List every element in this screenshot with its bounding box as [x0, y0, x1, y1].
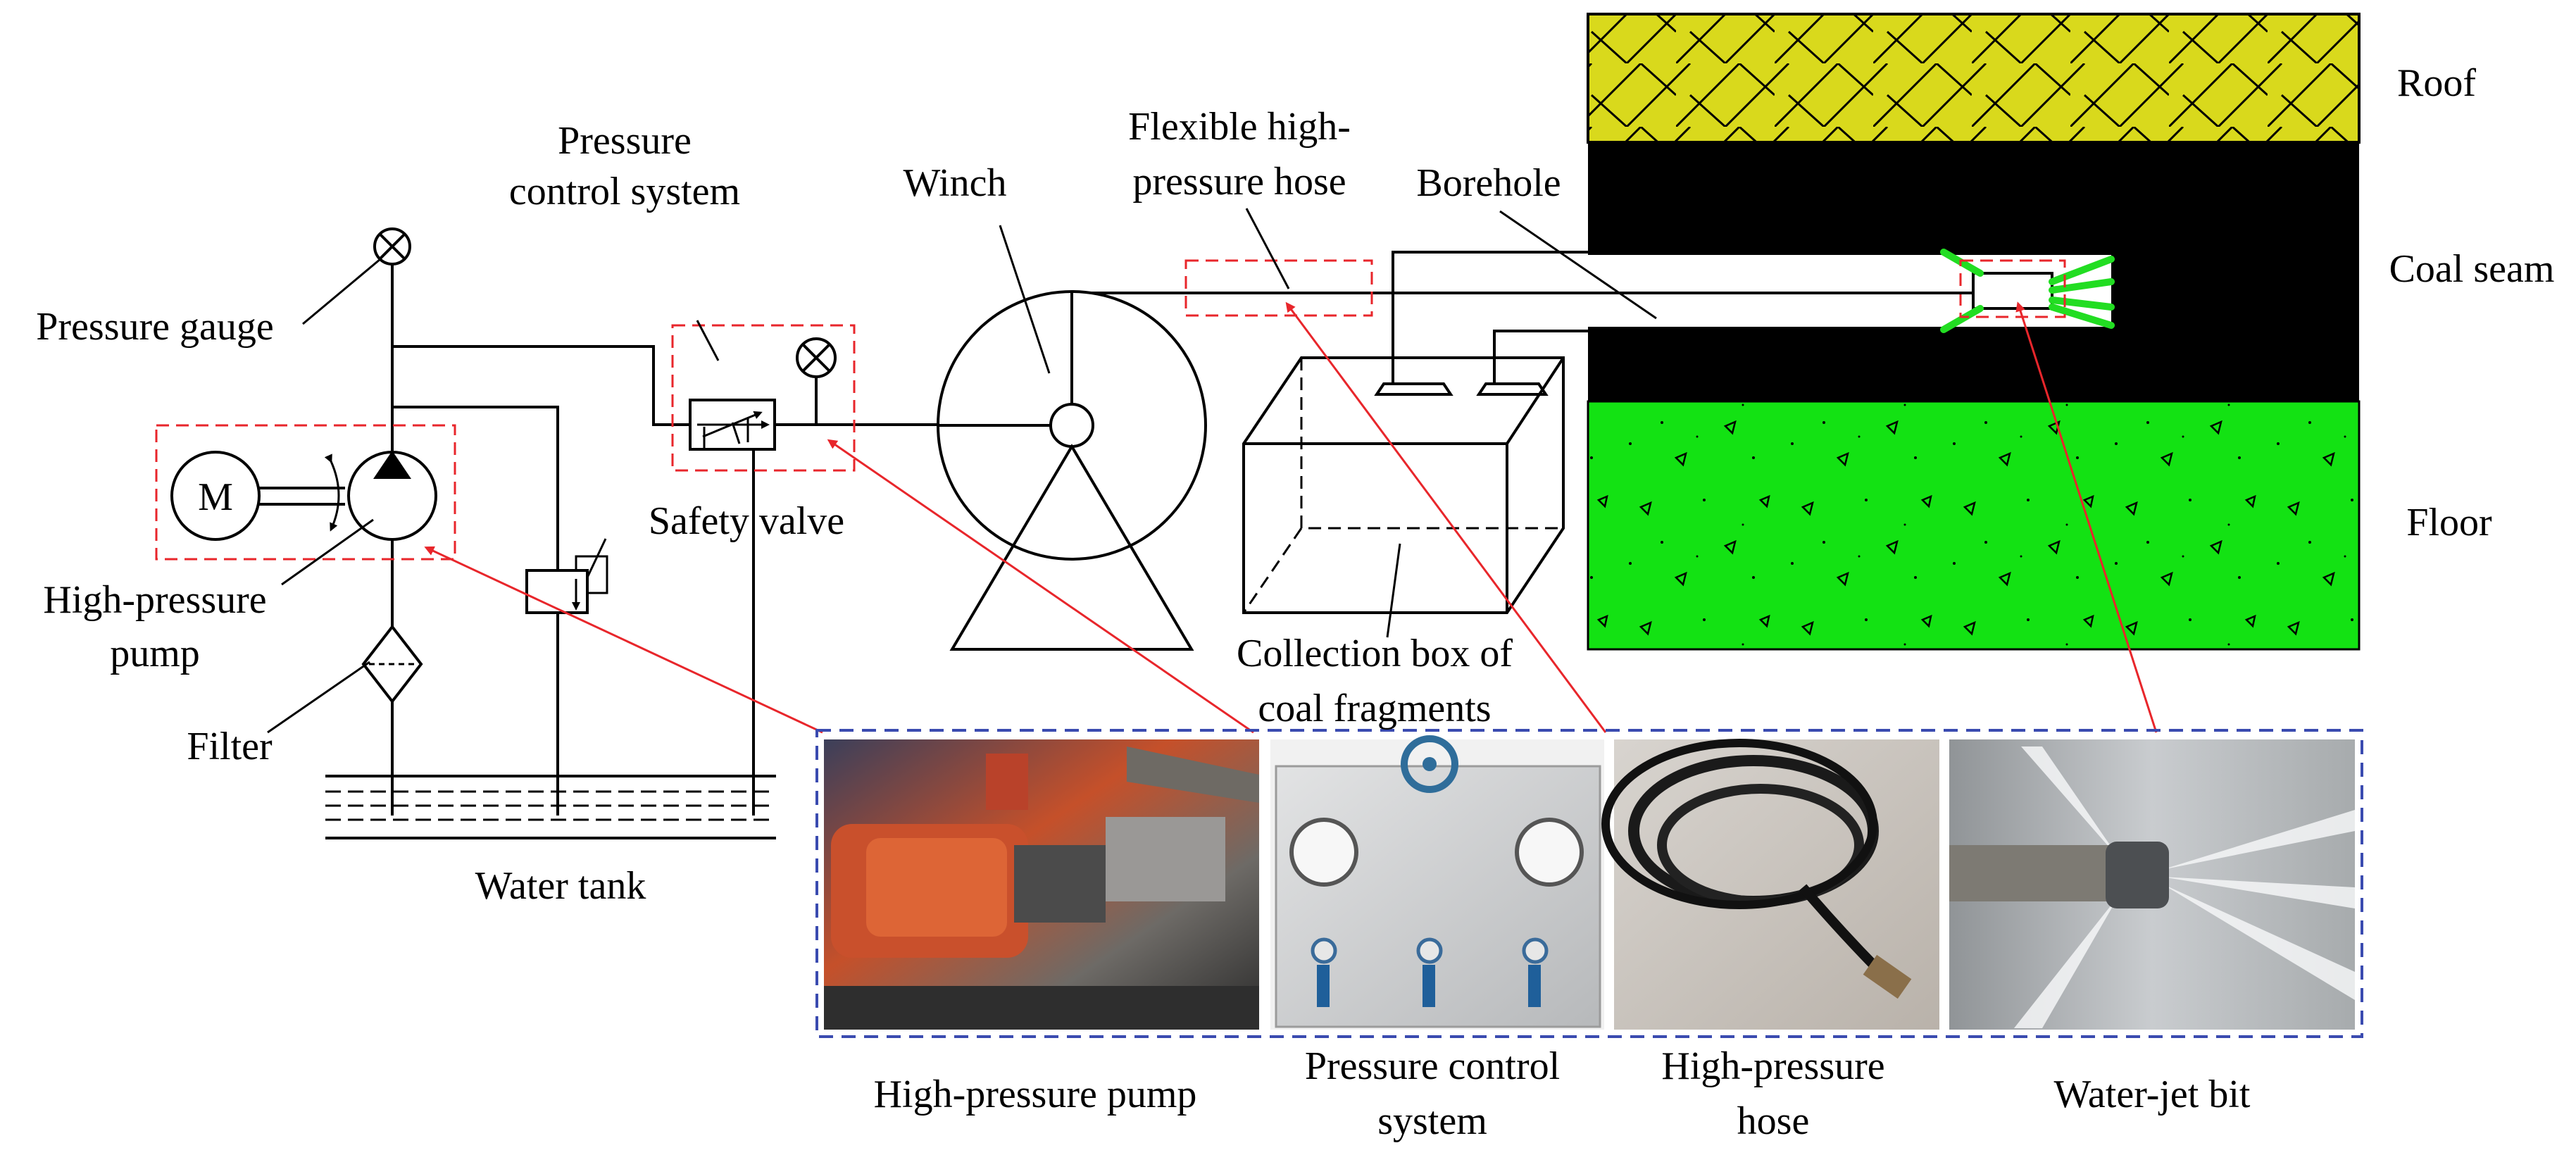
caption-high-pressure-pump: High-pressure pump — [874, 1073, 1197, 1116]
label-high-pressure-pump-2: pump — [110, 632, 200, 675]
label-collection-box-1: Collection box of — [1237, 632, 1513, 675]
hose-highlight — [1184, 259, 1373, 317]
photo-water-jet-bit — [1949, 739, 2355, 1030]
label-borehole: Borehole — [1416, 161, 1561, 205]
motor-label: M — [198, 475, 233, 519]
photo-high-pressure-pump — [824, 739, 1259, 1030]
photo-callouts — [424, 301, 2158, 734]
pump-assembly: M — [155, 424, 776, 839]
caption-high-pressure-hose-2: hose — [1737, 1099, 1810, 1143]
photo-pressure-control-system — [1270, 735, 1604, 1030]
label-coal-seam: Coal seam — [2389, 247, 2555, 291]
roof-layer — [1587, 13, 2361, 144]
labels: Pressure control system Winch Flexible h… — [36, 61, 2554, 1143]
caption-high-pressure-hose-1: High-pressure — [1661, 1044, 1884, 1088]
water-jet-bit-symbol — [1972, 272, 2053, 310]
photo-panel — [815, 729, 2363, 1038]
photo-high-pressure-hose — [1601, 739, 1939, 1030]
control-system-highlight — [671, 324, 856, 472]
label-collection-box-2: coal fragments — [1258, 687, 1491, 730]
winch-symbol — [937, 290, 1207, 651]
collection-box-symbol — [1242, 321, 1565, 614]
label-safety-valve: Safety valve — [649, 499, 844, 543]
label-pressure-gauge: Pressure gauge — [36, 305, 273, 349]
label-winch: Winch — [903, 161, 1006, 205]
water-tank-symbol — [325, 775, 776, 839]
label-water-tank: Water tank — [475, 864, 646, 908]
water-jets — [1940, 249, 2115, 333]
label-roof: Roof — [2397, 61, 2476, 105]
caption-pressure-control-system-1: Pressure control — [1305, 1044, 1560, 1088]
motor-symbol — [170, 451, 261, 541]
water-jet-bit-highlight — [1959, 259, 2066, 318]
label-pressure-control-system-2: control system — [509, 170, 740, 213]
photo-panel-frame — [815, 729, 2363, 1038]
label-pressure-control-system-1: Pressure — [558, 119, 692, 163]
label-high-pressure-pump-1: High-pressure — [43, 578, 266, 622]
label-floor: Floor — [2406, 501, 2492, 544]
strata — [1584, 13, 2361, 651]
pressure-control-valve — [671, 324, 856, 472]
safety-valve-symbol — [525, 569, 589, 614]
label-filter: Filter — [187, 725, 273, 768]
caption-pressure-control-system-2: system — [1377, 1099, 1487, 1143]
leader-lines — [267, 208, 1657, 734]
caption-water-jet-bit: Water-jet bit — [2054, 1073, 2251, 1116]
label-flexible-hose-2: pressure hose — [1132, 160, 1346, 204]
floor-layer — [1587, 400, 2361, 651]
pump-highlight — [155, 424, 456, 561]
label-flexible-hose-1: Flexible high- — [1128, 105, 1351, 149]
